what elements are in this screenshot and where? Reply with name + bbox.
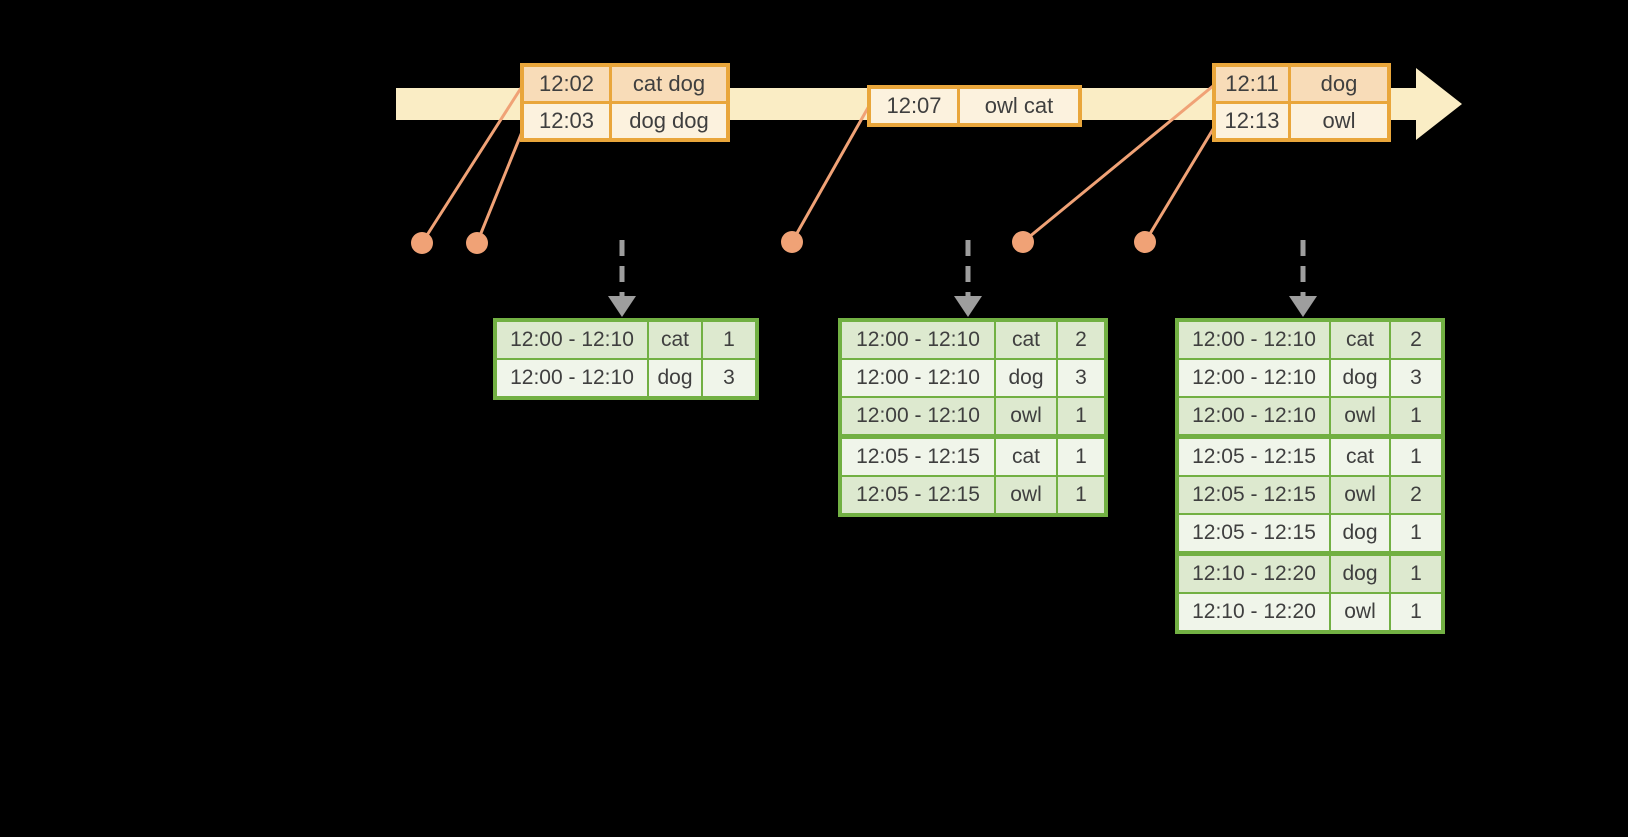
event-connector-line xyxy=(475,131,524,244)
time-cell: 12:03 xyxy=(524,104,609,138)
word-cell: cat xyxy=(996,322,1056,358)
words-cell: cat dog xyxy=(612,67,726,101)
time-cell: 12:13 xyxy=(1216,104,1288,138)
count-cell: 1 xyxy=(1058,398,1104,434)
table-row: 12:00 - 12:10 dog 3 xyxy=(1179,360,1441,396)
table-row: 12:11 dog xyxy=(1216,67,1387,101)
table-row: 12:10 - 12:20 dog 1 xyxy=(1179,556,1441,592)
word-cell: dog xyxy=(996,360,1056,396)
table-row: 12:00 - 12:10 cat 1 xyxy=(497,322,755,358)
word-cell: owl xyxy=(1331,594,1389,630)
trigger-arrowhead-icon xyxy=(1289,296,1317,317)
window-cell: 12:00 - 12:10 xyxy=(1179,322,1329,358)
table-row: 12:00 - 12:10 cat 2 xyxy=(1179,322,1441,358)
table-row: 12:00 - 12:10 dog 3 xyxy=(497,360,755,396)
word-cell: dog xyxy=(1331,556,1389,592)
count-cell: 1 xyxy=(1391,439,1441,475)
word-cell: owl xyxy=(996,398,1056,434)
table-row: 12:05 - 12:15 dog 1 xyxy=(1179,515,1441,551)
window-cell: 12:00 - 12:10 xyxy=(497,322,647,358)
window-cell: 12:00 - 12:10 xyxy=(1179,360,1329,396)
window-cell: 12:00 - 12:10 xyxy=(842,360,994,396)
window-cell: 12:05 - 12:15 xyxy=(1179,515,1329,551)
count-cell: 1 xyxy=(1391,398,1441,434)
event-dot xyxy=(1134,231,1156,253)
table-row: 12:00 - 12:10 owl 1 xyxy=(842,398,1104,434)
table-row: 12:05 - 12:15 cat 1 xyxy=(1179,439,1441,475)
table-row: 12:05 - 12:15 owl 2 xyxy=(1179,477,1441,513)
event-dot xyxy=(781,231,803,253)
time-cell: 12:11 xyxy=(1216,67,1288,101)
event-connector-line xyxy=(420,87,523,244)
count-cell: 1 xyxy=(703,322,755,358)
count-cell: 2 xyxy=(1391,322,1441,358)
word-cell: cat xyxy=(1331,322,1389,358)
window-cell: 12:10 - 12:20 xyxy=(1179,556,1329,592)
event-table-2: 12:07 owl cat xyxy=(867,85,1082,127)
word-cell: cat xyxy=(1331,439,1389,475)
window-cell: 12:00 - 12:10 xyxy=(842,322,994,358)
event-table-1: 12:02 cat dog 12:03 dog dog xyxy=(520,63,730,142)
words-cell: dog dog xyxy=(612,104,726,138)
window-cell: 12:05 - 12:15 xyxy=(1179,477,1329,513)
window-cell: 12:05 - 12:15 xyxy=(1179,439,1329,475)
table-row: 12:00 - 12:10 dog 3 xyxy=(842,360,1104,396)
window-cell: 12:05 - 12:15 xyxy=(842,477,994,513)
count-cell: 1 xyxy=(1058,477,1104,513)
count-cell: 2 xyxy=(1391,477,1441,513)
window-cell: 12:10 - 12:20 xyxy=(1179,594,1329,630)
words-cell: owl xyxy=(1291,104,1387,138)
table-row: 12:00 - 12:10 owl 1 xyxy=(1179,398,1441,434)
event-connector-line xyxy=(1143,125,1217,243)
window-cell: 12:00 - 12:10 xyxy=(842,398,994,434)
result-table-3: 12:00 - 12:10 cat 2 12:00 - 12:10 dog 3 … xyxy=(1175,318,1445,634)
words-cell: dog xyxy=(1291,67,1387,101)
event-dot xyxy=(466,232,488,254)
word-cell: dog xyxy=(1331,515,1389,551)
word-cell: owl xyxy=(996,477,1056,513)
table-row: 12:02 cat dog xyxy=(524,67,726,101)
event-dot xyxy=(411,232,433,254)
count-cell: 1 xyxy=(1058,439,1104,475)
event-connector-line xyxy=(1022,84,1214,244)
table-row: 12:00 - 12:10 cat 2 xyxy=(842,322,1104,358)
count-cell: 2 xyxy=(1058,322,1104,358)
count-cell: 1 xyxy=(1391,556,1441,592)
count-cell: 3 xyxy=(703,360,755,396)
word-cell: dog xyxy=(649,360,701,396)
word-cell: owl xyxy=(1331,477,1389,513)
result-table-2: 12:00 - 12:10 cat 2 12:00 - 12:10 dog 3 … xyxy=(838,318,1108,517)
event-dot xyxy=(1012,231,1034,253)
window-cell: 12:05 - 12:15 xyxy=(842,439,994,475)
table-row: 12:03 dog dog xyxy=(524,104,726,138)
count-cell: 3 xyxy=(1058,360,1104,396)
timeline-arrow-icon xyxy=(1395,68,1462,140)
result-table-1: 12:00 - 12:10 cat 1 12:00 - 12:10 dog 3 xyxy=(493,318,759,400)
word-cell: cat xyxy=(996,439,1056,475)
trigger-arrowhead-icon xyxy=(954,296,982,317)
time-cell: 12:02 xyxy=(524,67,609,101)
trigger-arrowhead-icon xyxy=(608,296,636,317)
table-row: 12:05 - 12:15 owl 1 xyxy=(842,477,1104,513)
event-table-3: 12:11 dog 12:13 owl xyxy=(1212,63,1391,142)
window-cell: 12:00 - 12:10 xyxy=(497,360,647,396)
table-row: 12:07 owl cat xyxy=(871,89,1078,123)
word-cell: cat xyxy=(649,322,701,358)
window-cell: 12:00 - 12:10 xyxy=(1179,398,1329,434)
words-cell: owl cat xyxy=(960,89,1078,123)
table-row: 12:10 - 12:20 owl 1 xyxy=(1179,594,1441,630)
table-row: 12:13 owl xyxy=(1216,104,1387,138)
count-cell: 3 xyxy=(1391,360,1441,396)
word-cell: dog xyxy=(1331,360,1389,396)
event-connector-line xyxy=(790,105,871,243)
table-row: 12:05 - 12:15 cat 1 xyxy=(842,439,1104,475)
time-cell: 12:07 xyxy=(871,89,957,123)
count-cell: 1 xyxy=(1391,515,1441,551)
word-cell: owl xyxy=(1331,398,1389,434)
count-cell: 1 xyxy=(1391,594,1441,630)
